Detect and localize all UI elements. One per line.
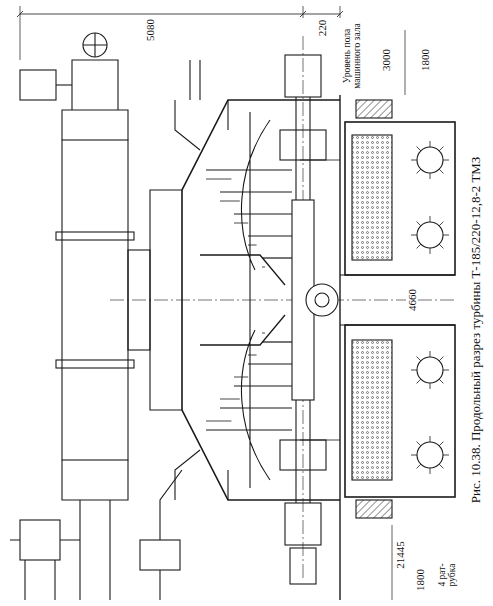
bearing-housing [285, 503, 321, 545]
concrete-floor [356, 500, 392, 518]
tube-bundle [352, 340, 392, 480]
dimension-label: 4660 [406, 288, 418, 312]
pump [306, 284, 338, 316]
valve-wheel [83, 33, 107, 57]
condenser [345, 325, 455, 497]
manhole [417, 222, 443, 248]
manhole [417, 147, 443, 173]
figure-caption: Рис. 10.38. Продольный разрез турбины Т-… [469, 156, 483, 505]
dimension-line [405, 30, 406, 95]
rotor-blade [262, 341, 292, 342]
dimension-label: 1800 [419, 48, 431, 72]
stator-blade [248, 245, 257, 246]
stator-blade [206, 179, 231, 180]
rotor-blade [234, 385, 292, 386]
valve [20, 70, 56, 100]
dimension-label: 220 [316, 19, 328, 38]
valve [20, 520, 60, 560]
stator-blade [220, 399, 240, 400]
stator-blade [234, 223, 248, 224]
bearing-housing [285, 55, 321, 97]
stator-blade [262, 333, 265, 334]
condenser [345, 122, 455, 275]
dimension-label: Уровень пола машинного зала [342, 16, 363, 96]
stator-blade [234, 377, 248, 378]
inlet-chamber [200, 255, 285, 345]
dimension-label: 4 рат- рубка [437, 553, 458, 597]
stator-blade [248, 355, 257, 356]
dimension-label: 5080 [144, 18, 156, 42]
coupling [290, 548, 316, 584]
rotor-blade [248, 235, 292, 236]
dimension-label: 3000 [380, 48, 392, 72]
rotor-blade [220, 407, 292, 408]
gland [280, 440, 326, 470]
stator-blade [206, 421, 231, 422]
manhole [417, 357, 443, 383]
concrete-floor [356, 100, 392, 118]
dimension-label: 21445 [394, 540, 406, 570]
gland [280, 130, 326, 160]
rotor-blade [234, 213, 292, 214]
tube-bundle [352, 135, 392, 260]
stator-blade [262, 267, 265, 268]
rotor-blade [262, 257, 292, 258]
rotor-blade [248, 363, 292, 364]
pipe [62, 460, 128, 600]
dimension-line [20, 14, 340, 15]
dimension-label: 1800 [414, 568, 426, 592]
rotor-blade [206, 169, 292, 170]
lp-casing [182, 100, 340, 500]
floor-level [339, 95, 340, 600]
manhole [417, 442, 443, 468]
receiver-pipe [62, 140, 128, 460]
rotor-blade [206, 429, 292, 430]
stator-blade [220, 201, 240, 202]
rotor-blade [220, 191, 292, 192]
